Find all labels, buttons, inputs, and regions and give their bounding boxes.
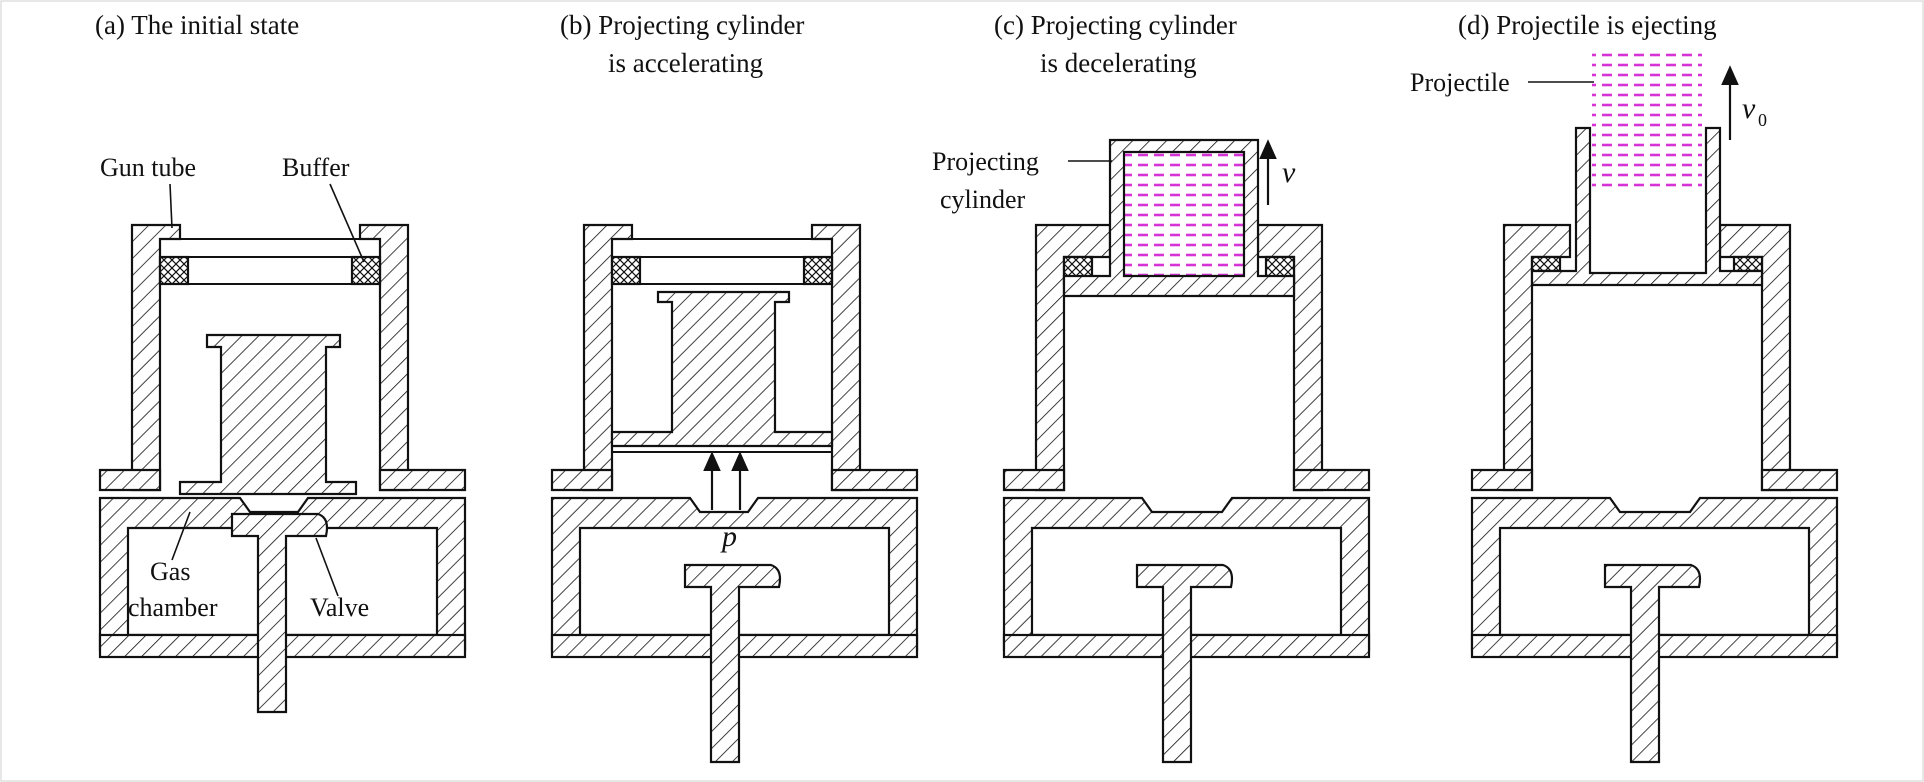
panel-a-buffer-left	[158, 255, 190, 286]
panel-c-decelerating: (c) Projecting cylinder is decelerating …	[932, 10, 1371, 764]
panel-b-buffer-right	[802, 255, 834, 286]
panel-b-caption-line1: (b) Projecting cylinder	[560, 10, 804, 40]
gun-tube-label: Gun tube	[100, 153, 196, 182]
panel-a-gun-tube	[98, 223, 467, 492]
gun-tube-leader	[169, 183, 173, 229]
projectile-label: Projectile	[1410, 68, 1510, 97]
exit-velocity-symbol: v	[1742, 92, 1756, 125]
panel-d-projectile	[1592, 52, 1702, 190]
panel-c-projecting-cylinder	[1062, 138, 1296, 298]
panel-d-projecting-cylinder	[1530, 126, 1764, 287]
panel-b-caption-line2: is accelerating	[608, 48, 763, 78]
panel-a-caption: (a) The initial state	[95, 10, 299, 40]
gas-chamber-label-line1: Gas	[150, 557, 190, 586]
gas-chamber-leader	[171, 511, 191, 561]
panel-d-buffer-right	[1732, 255, 1764, 273]
panel-a-projecting-cylinder	[178, 333, 358, 496]
projecting-cylinder-label-line1: Projecting	[932, 147, 1039, 176]
projecting-cylinder-label-line2: cylinder	[940, 185, 1026, 214]
buffer-leader	[329, 183, 365, 263]
panel-c-caption-line2: is decelerating	[1040, 48, 1197, 78]
panel-c-caption-line1: (c) Projecting cylinder	[994, 10, 1237, 40]
panel-b-buffer-left	[610, 255, 642, 286]
panel-b-gun-tube	[550, 223, 919, 492]
buffer-label: Buffer	[282, 153, 350, 182]
valve-leader	[315, 537, 339, 597]
panel-d-valve	[1603, 563, 1702, 764]
velocity-symbol: v	[1282, 156, 1296, 189]
panel-b-accelerating: (b) Projecting cylinder is accelerating …	[550, 10, 919, 764]
panel-b-projecting-cylinder	[610, 290, 834, 448]
panel-a-buffer-right	[350, 255, 382, 286]
panel-c-projectile	[1124, 152, 1244, 276]
panel-d-gun-tube	[1470, 223, 1839, 492]
panel-b-valve	[683, 563, 782, 764]
pressure-symbol: p	[720, 520, 737, 553]
panel-a-initial-state: (a) The initial state Gun tube Buffer Ga…	[95, 10, 467, 714]
panel-c-valve	[1135, 563, 1234, 764]
valve-label: Valve	[310, 593, 369, 622]
gas-chamber-label-line2: chamber	[128, 593, 218, 622]
panel-a-valve	[230, 512, 329, 714]
panel-d-buffer-left	[1530, 255, 1562, 273]
panel-d-ejecting: (d) Projectile is ejecting v 0 Projectil…	[1410, 10, 1839, 764]
panel-d-caption: (d) Projectile is ejecting	[1458, 10, 1717, 40]
exit-velocity-subscript: 0	[1758, 110, 1767, 130]
